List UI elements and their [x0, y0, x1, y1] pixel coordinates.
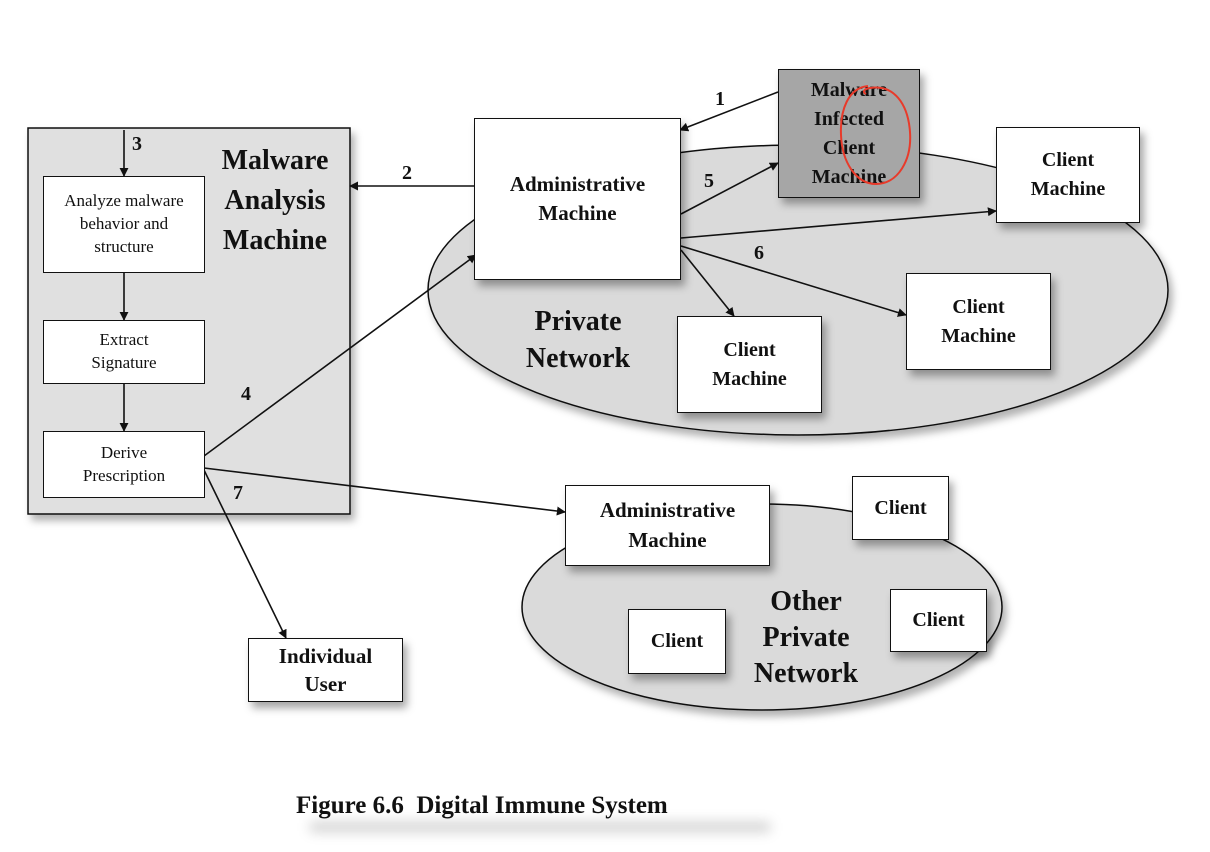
other-client-left-box: Client [628, 609, 726, 674]
step-2-label: 2 [402, 162, 412, 184]
extract-signature-box: Extract Signature [43, 320, 205, 384]
arrow-admin-client-top-right [680, 207, 997, 239]
step-4-label: 4 [241, 383, 251, 405]
client-mid-right-box: Client Machine [906, 273, 1051, 370]
other-client-right-box: Client [890, 589, 987, 652]
step-7-label: 7 [233, 482, 243, 504]
step-6-label: 6 [754, 242, 764, 264]
client-bottom-box: Client Machine [677, 316, 822, 413]
arrow-7 [203, 469, 287, 639]
step-1-label: 1 [715, 88, 725, 110]
private-network-label: Private Network [525, 306, 631, 375]
arrow-admin-client-bottom [680, 249, 735, 317]
arrow-4 [203, 254, 477, 457]
caption-shadow [310, 822, 770, 832]
step-5-label: 5 [704, 170, 714, 192]
infected-highlight-circle [839, 85, 912, 186]
arrow-6 [680, 245, 907, 317]
admin-machine-box: Administrative Machine [474, 118, 681, 280]
analysis-machine-title: Malware Analysis Machine [221, 145, 329, 256]
arrow-derive-other-admin [203, 467, 566, 516]
figure-caption: Figure 6.6 Digital Immune System [296, 792, 668, 819]
arrow-5 [680, 162, 779, 215]
other-client-top-box: Client [852, 476, 949, 540]
individual-user-box: Individual User [248, 638, 403, 702]
other-admin-machine-box: Administrative Machine [565, 485, 770, 566]
infected-client-label: Malware Infected Client Machine [810, 78, 888, 188]
analyze-behavior-box: Analyze malware behavior and structure [43, 176, 205, 273]
step-3-label: 3 [132, 133, 142, 155]
derive-prescription-box: Derive Prescription [43, 431, 205, 498]
arrow-1 [679, 91, 779, 132]
other-network-label: Other Private Network [753, 586, 859, 689]
client-top-right-box: Client Machine [996, 127, 1140, 223]
